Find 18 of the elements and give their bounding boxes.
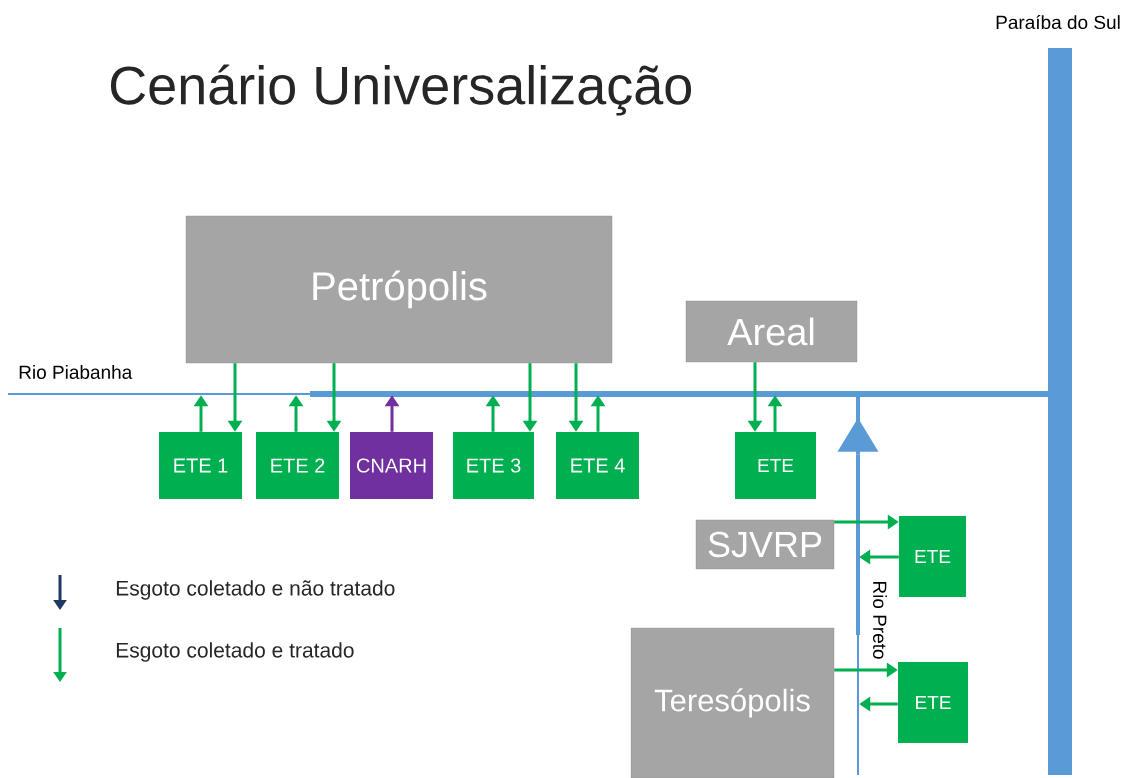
treatment-plant-box: ETE 1 — [159, 432, 242, 499]
city-box: Areal — [685, 300, 858, 363]
river-label: Rio Piabanha — [19, 365, 133, 379]
city-box: SJVRP — [695, 519, 835, 570]
station-box: CNARH — [350, 432, 433, 499]
title: Cenário Universalização — [110, 64, 692, 116]
city-box: Petrópolis — [185, 215, 613, 364]
treatment-plant-box: ETE 3 — [453, 432, 534, 499]
river-label: Paraíba do Sul — [996, 14, 1120, 30]
legend-label: Esgoto coletado e tratado — [116, 642, 354, 662]
treatment-plant-box: ETE — [899, 516, 966, 597]
treatment-plant-box: ETE 2 — [256, 432, 339, 499]
treatment-plant-box: ETE 4 — [556, 432, 639, 499]
river-label: Rio Preto — [873, 581, 887, 659]
legend-label: Esgoto coletado e não tratado — [116, 580, 395, 600]
treatment-plant-box: ETE — [898, 662, 968, 743]
city-box: Teresópolis — [630, 627, 835, 778]
treatment-plant-box: ETE — [735, 432, 816, 499]
